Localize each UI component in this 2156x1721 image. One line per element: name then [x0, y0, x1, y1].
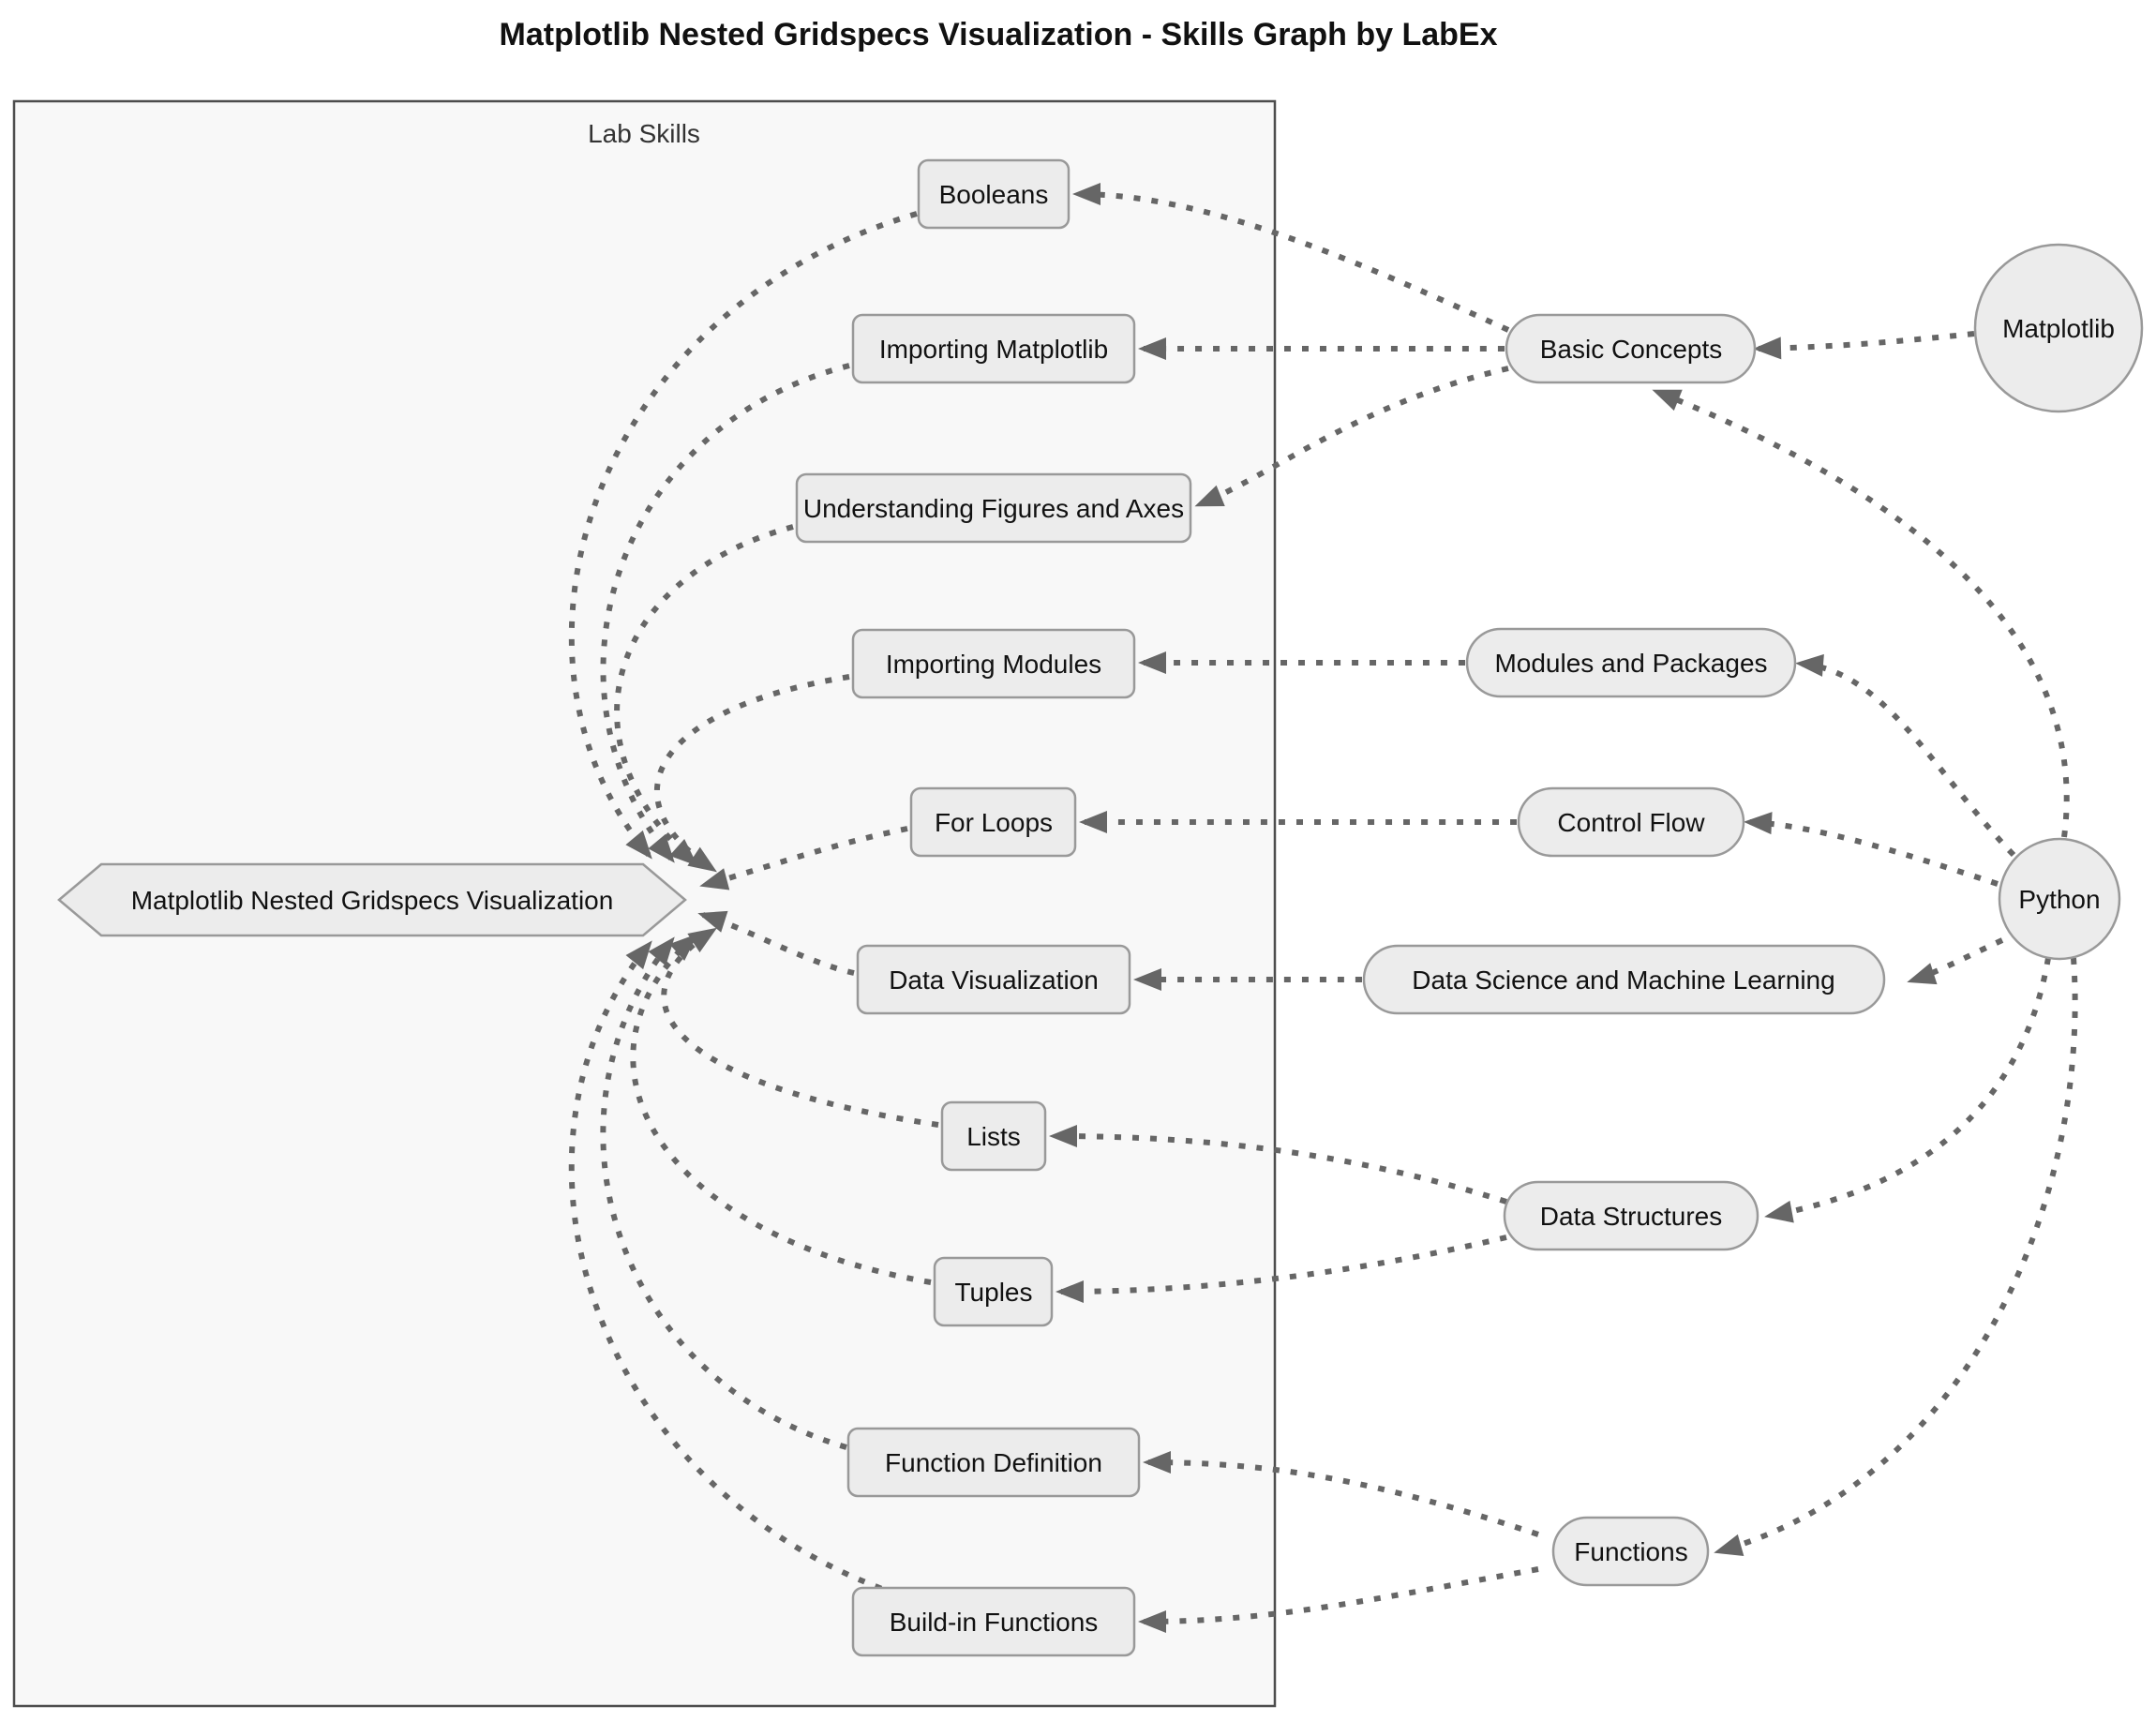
main-node-hexagon [57, 862, 687, 937]
node-basic-concepts-shape [1505, 313, 1757, 384]
node-booleans-label: Booleans [939, 180, 1049, 209]
node-tuples: Tuples [933, 1256, 1054, 1327]
node-basic-concepts: Basic Concepts [1505, 313, 1757, 384]
diagram-title: Matplotlib Nested Gridspecs Visualizatio… [500, 17, 1498, 52]
node-for-loops: For Loops [909, 786, 1077, 858]
node-lists-label: Lists [966, 1122, 1021, 1151]
node-build-in-functions-shape [851, 1586, 1136, 1657]
edge-data-structures-to-tuples [1056, 1235, 1507, 1303]
node-lists: Lists [940, 1100, 1047, 1172]
node-data-structures-label: Data Structures [1540, 1202, 1723, 1231]
node-data-visualization-label: Data Visualization [889, 965, 1099, 995]
node-understanding-figures-and-axes: Understanding Figures and Axes [795, 472, 1192, 544]
node-matplotlib: Matplotlib [1973, 243, 2144, 413]
node-importing-matplotlib-label: Importing Matplotlib [879, 335, 1108, 364]
edge-function-definition-to-main [600, 936, 847, 1450]
edges-skills-to-main [568, 211, 939, 1603]
node-importing-matplotlib-shape [851, 313, 1136, 384]
node-booleans-shape [917, 158, 1071, 230]
node-modules-and-packages: Modules and Packages [1465, 627, 1797, 698]
node-python-shape [1998, 837, 2121, 961]
edge-matplotlib-to-basic-concepts [1753, 331, 1975, 360]
node-function-definition: Function Definition [846, 1427, 1141, 1498]
edge-importing-modules-to-main [654, 674, 850, 873]
node-understanding-figures-and-axes-label: Understanding Figures and Axes [803, 494, 1184, 523]
node-data-science-and-machine-learning: Data Science and Machine Learning [1362, 944, 1886, 1015]
node-data-science-and-machine-learning-shape [1362, 944, 1886, 1015]
edge-data-visualization-to-main [697, 910, 855, 976]
node-python-label: Python [2018, 885, 2100, 914]
node-booleans: Booleans [917, 158, 1071, 230]
node-lists-shape [940, 1100, 1047, 1172]
node-python: Python [1998, 837, 2121, 961]
node-for-loops-shape [909, 786, 1077, 858]
node-modules-and-packages-label: Modules and Packages [1494, 649, 1767, 678]
edge-python-to-functions [1714, 957, 2078, 1557]
node-importing-modules-shape [851, 628, 1136, 699]
node-importing-modules-label: Importing Modules [886, 650, 1101, 679]
edge-tuples-to-main [630, 933, 932, 1285]
node-for-loops-label: For Loops [935, 808, 1053, 837]
edges-categories-to-skills [1049, 183, 1539, 1633]
node-data-science-and-machine-learning-label: Data Science and Machine Learning [1412, 965, 1834, 995]
node-control-flow-shape [1517, 786, 1745, 858]
node-data-visualization-shape [856, 944, 1131, 1015]
node-importing-matplotlib: Importing Matplotlib [851, 313, 1136, 384]
node-importing-modules: Importing Modules [851, 628, 1136, 699]
node-functions-label: Functions [1574, 1537, 1687, 1566]
node-function-definition-shape [846, 1427, 1141, 1498]
node-understanding-figures-and-axes-shape [795, 472, 1192, 544]
node-modules-and-packages-shape [1465, 627, 1797, 698]
node-functions: Functions [1551, 1516, 1710, 1587]
node-basic-concepts-label: Basic Concepts [1540, 335, 1723, 364]
node-tuples-label: Tuples [954, 1278, 1032, 1307]
node-matplotlib-shape [1973, 243, 2144, 413]
edge-python-to-basic-concepts [1652, 389, 2070, 838]
edge-python-to-control-flow [1744, 812, 1999, 887]
node-control-flow: Control Flow [1517, 786, 1745, 858]
main-node-label: Matplotlib Nested Gridspecs Visualizatio… [131, 886, 614, 915]
edge-python-to-modules-and-packages [1795, 653, 2016, 858]
edge-functions-to-function-definition [1143, 1451, 1539, 1537]
node-function-definition-label: Function Definition [885, 1448, 1102, 1477]
edge-python-to-data-science-and-machine-learning [1907, 937, 2004, 985]
node-build-in-functions-label: Build-in Functions [890, 1608, 1099, 1637]
node-tuples-shape [933, 1256, 1054, 1327]
edge-understanding-figures-and-axes-to-main [614, 524, 794, 867]
node-matplotlib-label: Matplotlib [2002, 314, 2115, 343]
node-data-visualization: Data Visualization [856, 944, 1131, 1015]
node-data-structures-shape [1503, 1180, 1759, 1251]
edge-basic-concepts-to-booleans [1072, 183, 1510, 333]
edge-build-in-functions-to-main [568, 940, 916, 1603]
node-control-flow-label: Control Flow [1557, 808, 1705, 837]
edges-roots-to-categories [1652, 331, 2078, 1557]
lab-skills-cluster-label: Lab Skills [588, 119, 700, 148]
node-functions-shape [1551, 1516, 1710, 1587]
node-matplotlib-nested-gridspecs-visualization: Matplotlib Nested Gridspecs Visualizatio… [57, 862, 687, 937]
category-nodes: Basic Concepts Modules and Packages Cont… [1362, 313, 1886, 1587]
skill-nodes: Booleans Importing Matplotlib Understand… [795, 158, 1192, 1657]
root-nodes: Matplotlib Python [1973, 243, 2144, 961]
edge-importing-matplotlib-to-main [600, 363, 850, 863]
node-data-structures: Data Structures [1503, 1180, 1759, 1251]
edge-basic-concepts-to-understanding-figures-and-axes [1194, 366, 1509, 507]
node-build-in-functions: Build-in Functions [851, 1586, 1136, 1657]
